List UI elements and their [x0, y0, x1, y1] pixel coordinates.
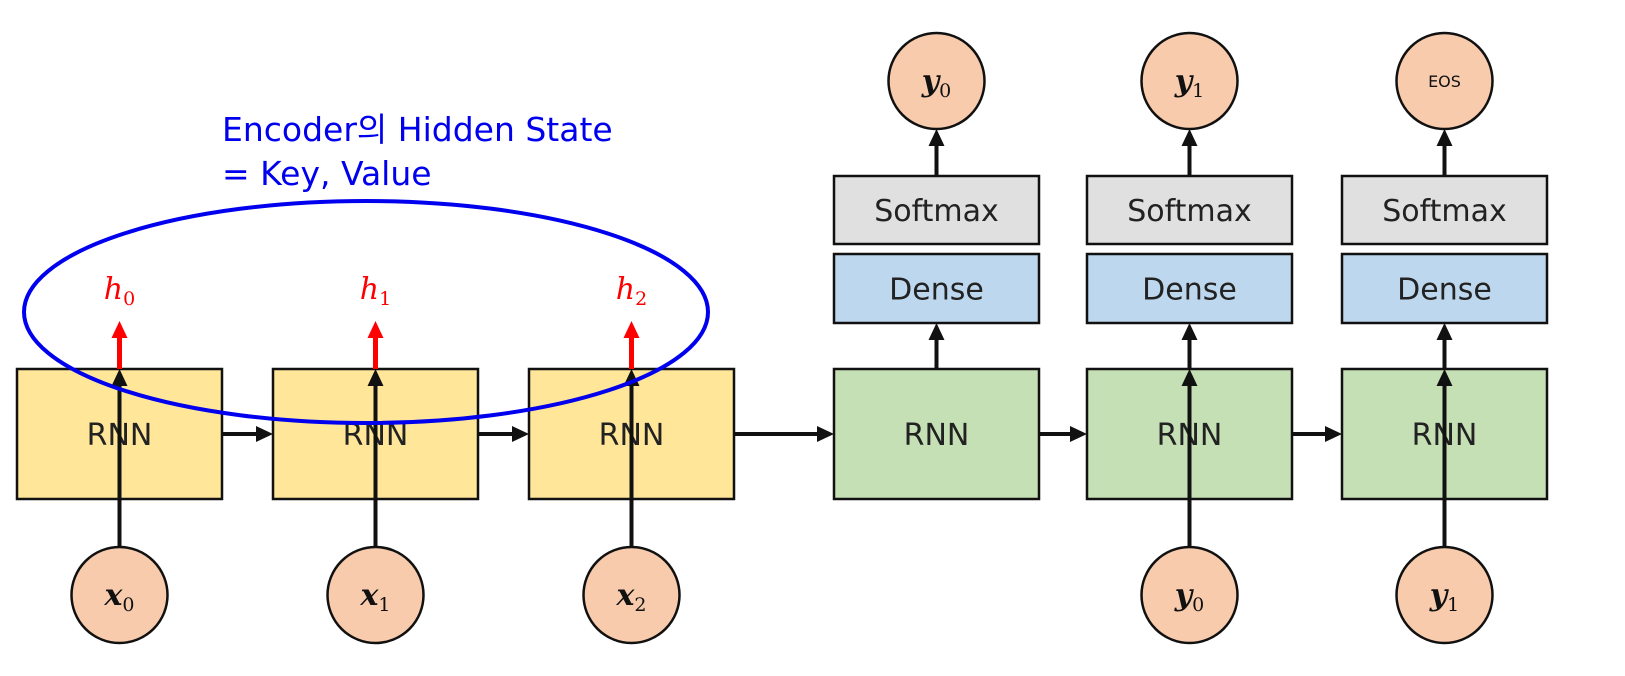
decoder-link-arrow: [1292, 426, 1342, 442]
decoder-input-label: y0: [1174, 578, 1205, 616]
decoder-link-arrow-head: [1070, 426, 1087, 442]
softmax-to-output-arrow: [928, 129, 945, 176]
annotation-line-2: = Key, Value: [222, 154, 432, 193]
encoder-input-arrow: [111, 369, 128, 547]
softmax-label: Softmax: [1382, 194, 1507, 229]
hidden-state-arrow-head: [111, 321, 128, 338]
decoder-input-arrow-head: [1181, 369, 1198, 386]
encoder-input-label: x0: [104, 578, 135, 616]
decoder-output-node: [1395, 31, 1494, 131]
context-arrow-head: [817, 426, 834, 442]
softmax-to-output-arrow-head: [1436, 129, 1453, 146]
hidden-state-label: h0: [104, 272, 135, 310]
softmax-label: Softmax: [874, 194, 999, 229]
softmax-to-output-arrow: [1436, 129, 1453, 176]
encoder-link-arrow: [222, 426, 273, 442]
rnn-to-dense-arrow-head: [1436, 323, 1453, 340]
decoder-input-arrow: [1181, 369, 1198, 547]
encoder-input-arrow-head: [111, 369, 128, 386]
encoder-link-arrow: [478, 426, 529, 442]
hidden-state-arrow: [367, 321, 384, 369]
decoder-output-label: y1: [1174, 64, 1205, 102]
annotation-ellipse-layer: [22, 199, 710, 425]
softmax-label: Softmax: [1127, 194, 1252, 229]
decoder-input-node: [1140, 545, 1239, 645]
hidden-state-arrow: [111, 321, 128, 369]
diagram-shapes: RNNx0h0RNNx1h1RNNx2h2RNNDenseSoftmaxy0RN…: [15, 31, 1549, 645]
softmax-box: [1085, 174, 1294, 246]
encoder-input-node: [582, 545, 681, 645]
decoder-output-eos-label: EOS: [1428, 72, 1461, 91]
decoder-output-node: [887, 31, 986, 131]
softmax-box: [832, 174, 1041, 246]
rnn-to-dense-arrow-head: [928, 323, 945, 340]
decoder-output-node: [1140, 31, 1239, 131]
dense-box: [1085, 252, 1294, 325]
hidden-state-ellipse: [22, 199, 710, 425]
rnn-to-dense-arrow-head: [1181, 323, 1198, 340]
decoder-link-arrow: [1039, 426, 1087, 442]
rnn-to-dense-arrow: [1436, 323, 1453, 369]
context-arrow: [734, 426, 834, 442]
softmax-to-output-arrow-head: [928, 129, 945, 146]
dense-label: Dense: [1142, 273, 1237, 308]
encoder-input-node: [70, 545, 169, 645]
decoder-link-arrow-head: [1325, 426, 1342, 442]
encoder-input-arrow: [367, 369, 384, 547]
encoder-input-label: x2: [616, 578, 647, 616]
dense-box: [1340, 252, 1549, 325]
encoder-link-arrow-head: [256, 426, 273, 442]
annotation-line-1: Encoder의 Hidden State: [222, 110, 613, 149]
hidden-state-label: h1: [360, 272, 391, 310]
decoder-input-arrow-head: [1436, 369, 1453, 386]
hidden-state-arrow-head: [367, 321, 384, 338]
softmax-to-output-arrow: [1181, 129, 1198, 176]
hidden-state-label: h2: [616, 272, 647, 310]
hidden-state-arrow-head: [623, 321, 640, 338]
encoder-input-label: x1: [360, 578, 391, 616]
encoder-input-arrow-head: [367, 369, 384, 386]
dense-label: Dense: [1397, 273, 1492, 308]
decoder-input-node: [1395, 545, 1494, 645]
encoder-input-node: [326, 545, 425, 645]
softmax-box: [1340, 174, 1549, 246]
decoder-input-arrow: [1436, 369, 1453, 547]
dense-label: Dense: [889, 273, 984, 308]
dense-box: [832, 252, 1041, 325]
hidden-state-arrow: [623, 321, 640, 369]
softmax-to-output-arrow-head: [1181, 129, 1198, 146]
decoder-input-label: y1: [1429, 578, 1460, 616]
decoder-rnn-label: RNN: [904, 418, 970, 453]
decoder-output-label: y0: [921, 64, 952, 102]
encoder-link-arrow-head: [512, 426, 529, 442]
rnn-to-dense-arrow: [1181, 323, 1198, 369]
rnn-to-dense-arrow: [928, 323, 945, 369]
